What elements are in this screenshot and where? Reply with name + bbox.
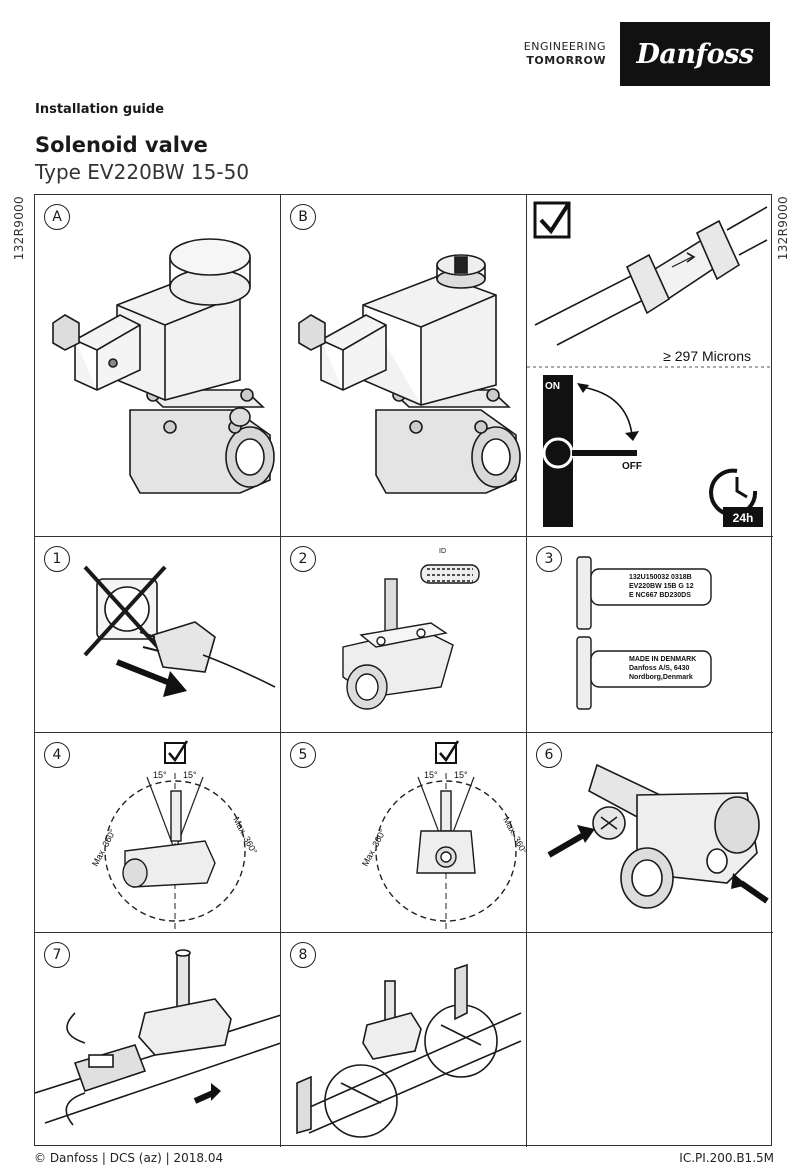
panel-2-badge: 2 bbox=[290, 546, 316, 572]
marking-top-line-3: E NC667 BD230DS bbox=[629, 592, 691, 599]
tagline-line-1: ENGINEERING bbox=[523, 40, 606, 53]
panel-a-badge: A bbox=[44, 204, 70, 230]
panel-8: 8 bbox=[281, 933, 527, 1147]
pipe-install-wrench-illustration bbox=[35, 949, 280, 1126]
panel-3: 3 132U150032 0318B EV220BW 15B G 12 E NC… bbox=[527, 537, 773, 733]
max-right: Max. 360° bbox=[231, 815, 259, 856]
angle-right: 15° bbox=[183, 770, 197, 780]
switch-off-label: OFF bbox=[622, 461, 642, 472]
panel-1-badge: 1 bbox=[44, 546, 70, 572]
armature-id-label: ID bbox=[439, 548, 446, 555]
panel-1: 1 bbox=[35, 537, 281, 733]
panel-5: 5 15° 15° Max. 360° Max. 360° bbox=[281, 733, 527, 933]
panel-5-badge: 5 bbox=[290, 742, 316, 768]
panel-2: 2 ID bbox=[281, 537, 527, 733]
side-code-right: 132R9000 bbox=[776, 196, 790, 261]
page-subtitle: Type EV220BW 15-50 bbox=[35, 160, 250, 184]
clock-icon: 24h bbox=[709, 468, 763, 527]
tagline-line-2: TOMORROW bbox=[526, 54, 606, 67]
valve-with-knob-coil-illustration bbox=[298, 254, 521, 494]
footer-copyright: © Danfoss | DCS (az) | 2018.04 bbox=[34, 1151, 224, 1165]
page-title: Solenoid valve bbox=[35, 133, 208, 157]
panel-b: B bbox=[281, 195, 527, 537]
check-icon bbox=[168, 740, 189, 763]
check-icon-box bbox=[435, 742, 457, 764]
valve-with-coil-illustration bbox=[52, 238, 275, 494]
panel-b-badge: B bbox=[290, 204, 316, 230]
angle-left: 15° bbox=[153, 770, 167, 780]
check-icon bbox=[539, 201, 571, 235]
marking-bottom-line-3: Nordborg,Denmark bbox=[629, 674, 693, 681]
filter-microns-note: ≥ 297 Microns bbox=[663, 348, 751, 364]
flow-direction-illustration bbox=[547, 763, 769, 909]
marking-top-line-2: EV220BW 15B G 12 bbox=[629, 583, 694, 590]
marking-top-line-1: 132U150032 0318B bbox=[629, 574, 692, 581]
instruction-grid: A bbox=[34, 194, 773, 1147]
mounting-angle-side-illustration: 15° 15° Max. 360° Max. 360° bbox=[90, 740, 259, 929]
brand-tagline: ENGINEERING TOMORROW bbox=[524, 40, 606, 68]
side-code-left: 132R9000 bbox=[12, 196, 26, 261]
max-right: Max. 360° bbox=[501, 815, 527, 856]
armature-tube-marking-illustration: 132U150032 0318B EV220BW 15B G 12 E NC66… bbox=[576, 556, 712, 710]
panel-7: 7 bbox=[35, 933, 281, 1147]
panel-3-badge: 3 bbox=[536, 546, 562, 572]
clock-duration: 24h bbox=[733, 511, 754, 525]
check-icon bbox=[439, 740, 460, 763]
panel-7-badge: 7 bbox=[44, 942, 70, 968]
panel-a: A bbox=[35, 195, 281, 537]
max-left: Max. 360° bbox=[90, 827, 118, 868]
max-left: Max. 360° bbox=[360, 827, 388, 868]
pipe-support-brackets-illustration bbox=[296, 963, 522, 1138]
marking-bottom-line-2: Danfoss A/S, 6430 bbox=[629, 665, 690, 672]
panel-4-badge: 4 bbox=[44, 742, 70, 768]
panel-6-badge: 6 bbox=[536, 742, 562, 768]
angle-right: 15° bbox=[454, 770, 468, 780]
doc-type: Installation guide bbox=[35, 102, 165, 117]
switch-on-label: ON bbox=[545, 381, 560, 392]
panel-6: 6 bbox=[527, 733, 773, 933]
check-icon-box bbox=[164, 742, 186, 764]
disconnect-power-illustration bbox=[83, 565, 276, 697]
armature-tube-id-illustration: ID bbox=[342, 548, 480, 710]
panel-empty bbox=[527, 933, 773, 1147]
filter-and-switch-illustration: ≥ 297 Microns ON OFF 24h bbox=[527, 201, 773, 527]
angle-left: 15° bbox=[424, 770, 438, 780]
panel-8-badge: 8 bbox=[290, 942, 316, 968]
logo-text: Danfoss bbox=[636, 38, 754, 70]
panel-4: 4 15° 15° Max. 360° Max. 360° bbox=[35, 733, 281, 933]
footer-doc-code: IC.PI.200.B1.5M bbox=[679, 1151, 774, 1165]
danfoss-logo: Danfoss bbox=[620, 22, 770, 86]
brand-block: ENGINEERING TOMORROW Danfoss bbox=[524, 22, 770, 86]
marking-bottom-line-1: MADE IN DENMARK bbox=[629, 656, 696, 663]
mounting-angle-front-illustration: 15° 15° Max. 360° Max. 360° bbox=[360, 740, 527, 929]
panel-c: ≥ 297 Microns ON OFF 24h bbox=[527, 195, 773, 537]
